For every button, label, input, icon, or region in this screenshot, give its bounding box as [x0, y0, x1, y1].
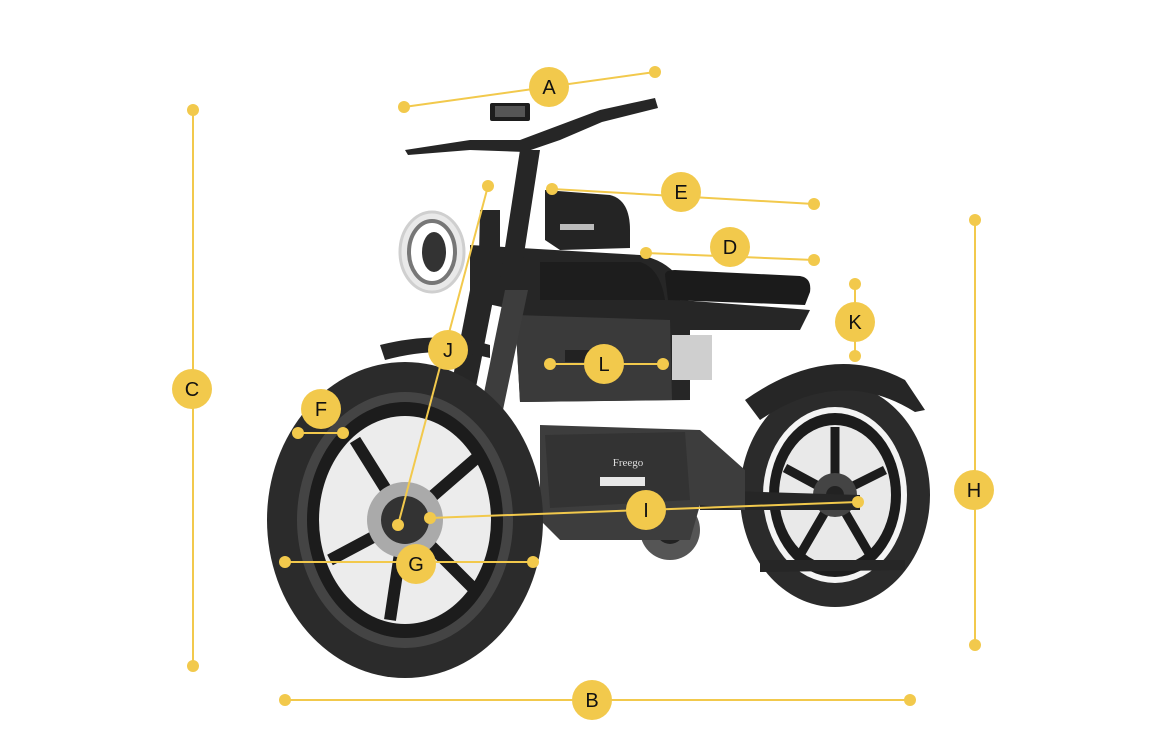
badge-h-label: H [967, 480, 981, 502]
badge-e-label: E [674, 182, 687, 204]
badge-f-label: F [315, 399, 327, 421]
frame-logo: Freego [613, 457, 644, 469]
dimension-f [292, 427, 349, 439]
badge-d-label: D [723, 237, 737, 259]
badge-j-label: J [443, 340, 453, 362]
badge-g-label: G [408, 554, 424, 576]
badge-c: C [172, 369, 212, 409]
badge-k-label: K [848, 312, 862, 334]
handlebar [405, 98, 658, 155]
badge-e: E [661, 172, 701, 212]
rear-fender [745, 364, 925, 420]
ebike-illustration: Freego [267, 98, 930, 678]
badge-c-label: C [185, 379, 199, 401]
badge-i: I [626, 490, 666, 530]
top-bag [545, 190, 630, 250]
dimension-h [969, 214, 981, 651]
badge-h: H [954, 470, 994, 510]
lower-battery: Freego [545, 432, 690, 508]
badge-b-label: B [585, 690, 598, 712]
badge-i-label: I [643, 500, 649, 522]
headlight [398, 210, 466, 294]
badge-a: A [529, 67, 569, 107]
badge-d: D [710, 227, 750, 267]
badge-f: F [301, 389, 341, 429]
badge-b: B [572, 680, 612, 720]
seat [665, 270, 811, 330]
badge-l: L [584, 344, 624, 384]
badge-a-label: A [542, 77, 556, 99]
dimension-badges: A B C D E F G H [172, 67, 994, 720]
badge-l-label: L [598, 354, 609, 376]
front-wheel [267, 362, 543, 678]
badge-k: K [835, 302, 875, 342]
badge-j: J [428, 330, 468, 370]
badge-g: G [396, 544, 436, 584]
